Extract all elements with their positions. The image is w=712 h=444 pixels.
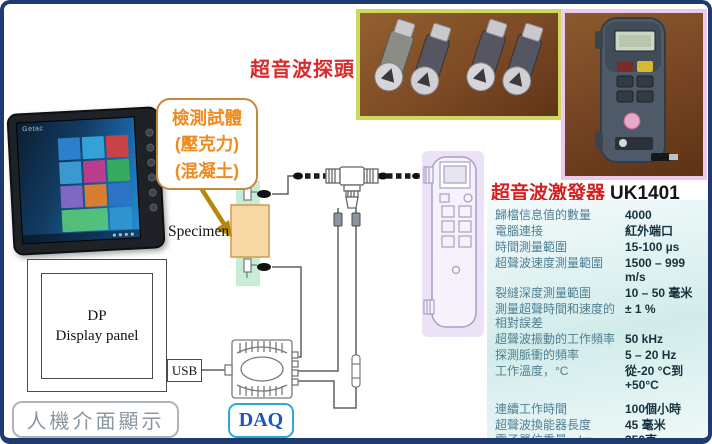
display-panel-box: DP Display panel	[27, 259, 167, 392]
uk1401-device	[595, 17, 678, 163]
transducer-bottom	[243, 258, 257, 278]
callout-line-1: 檢測試體	[172, 108, 242, 128]
uk1401-line-drawing	[422, 151, 484, 337]
specimen-block	[230, 204, 270, 258]
tee-connector	[325, 166, 379, 209]
signal-wires	[202, 175, 357, 409]
display-panel-inner-box: DP Display panel	[41, 273, 153, 379]
coax-cable	[293, 172, 420, 180]
daq-label-box: DAQ	[228, 403, 294, 438]
specimen-assembly	[230, 181, 271, 286]
windows-tile-grid	[57, 134, 135, 233]
daq-drawing	[224, 339, 299, 399]
specimen-label: Specimen	[168, 223, 230, 240]
probe-transducers	[374, 18, 544, 96]
rugged-tablet-photo: Getac	[6, 106, 166, 256]
specimen-callout: 檢測試體 (壓克力) (混凝土)	[156, 98, 258, 190]
tablet-body: Getac	[6, 106, 166, 256]
dp-abbrev: DP	[87, 307, 107, 324]
wiring-diagram	[199, 151, 484, 409]
callout-line-2: (壓克力)	[174, 134, 240, 155]
inline-connectors	[333, 212, 361, 388]
dp-caption: Display panel	[55, 327, 139, 344]
exciter-model: UK1401	[610, 183, 680, 204]
windows-taskbar	[22, 229, 141, 244]
callout-line-3: (混凝土)	[174, 160, 240, 181]
usb-label-box: USB	[167, 359, 202, 382]
exciter-caption-zh: 超音波激發器	[491, 183, 606, 204]
uk1401-device-photo	[561, 9, 707, 180]
hmi-label-box: 人機介面顯示	[12, 401, 179, 438]
spec-row: 測量超聲時間和速度的相對誤差± 1 %	[495, 301, 656, 331]
tablet-brand-logo: Getac	[22, 125, 44, 134]
ultrasonic-probes-photo	[356, 9, 562, 120]
callout-arrow	[199, 186, 232, 237]
tablet-screen: Getac	[15, 116, 142, 245]
spec-row: 電腦連接紅外端口	[495, 223, 674, 238]
probes-caption: 超音波探頭	[250, 59, 355, 81]
